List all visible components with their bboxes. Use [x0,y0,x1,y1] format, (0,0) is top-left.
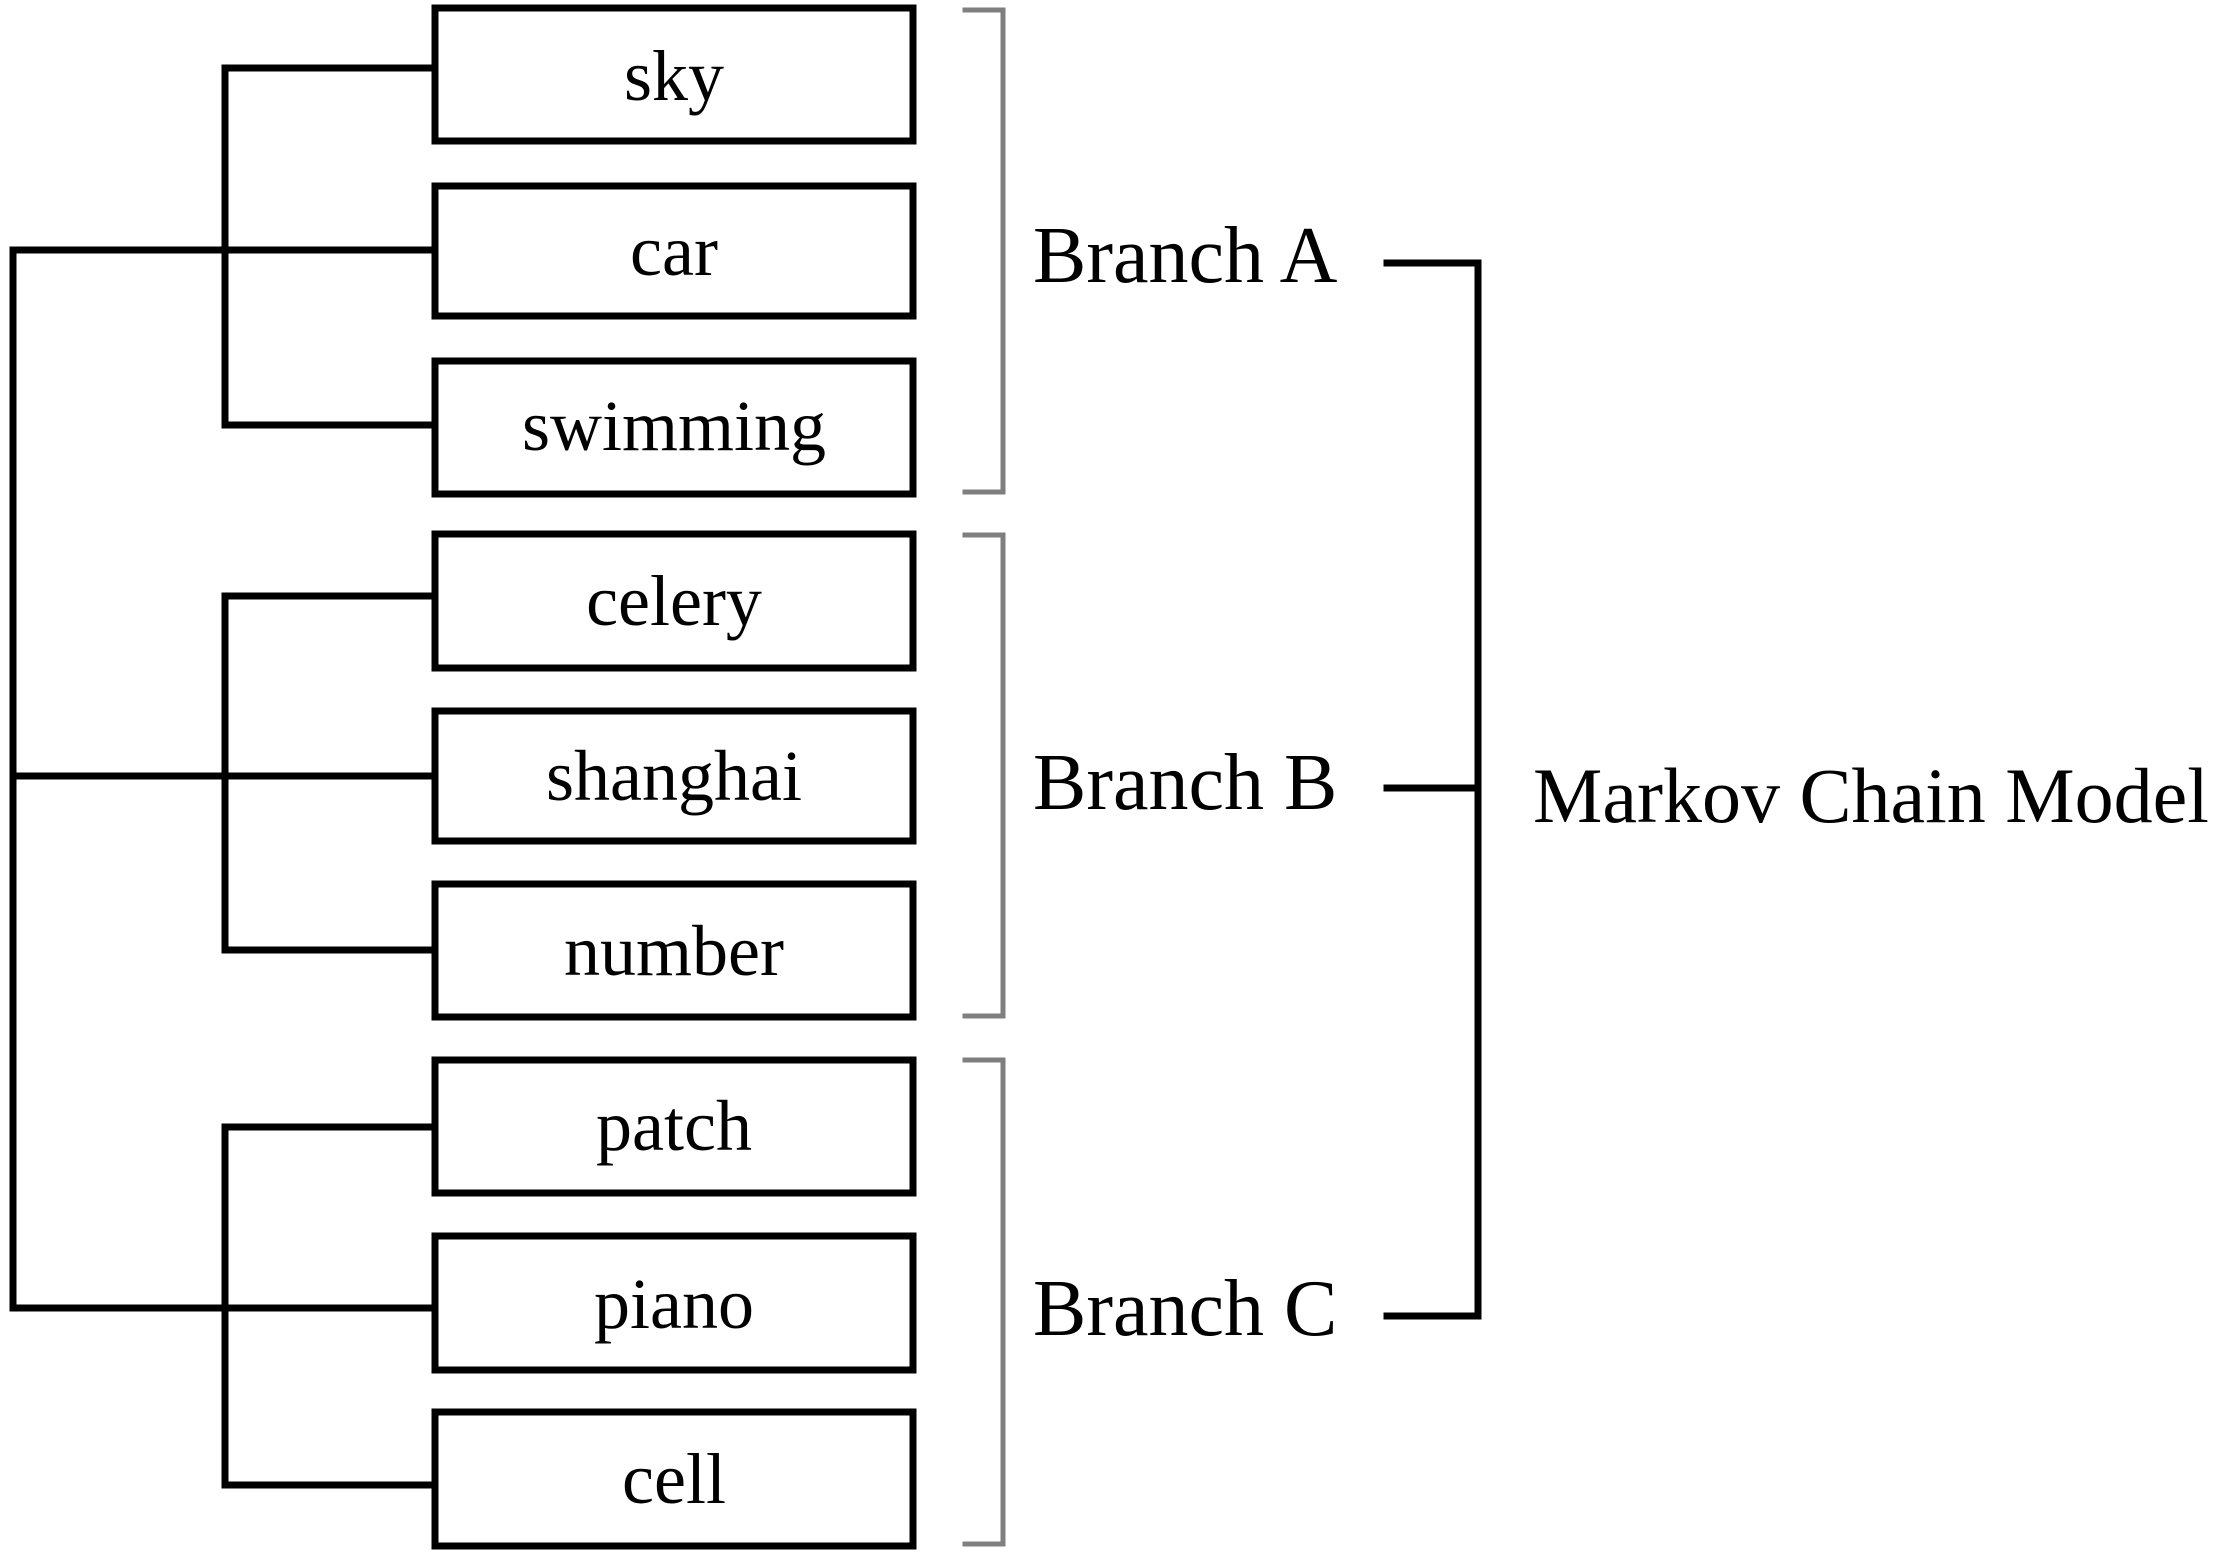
word-box-car: car [431,182,917,320]
branch-label-a: Branch A [1033,212,1338,300]
word-box-number: number [431,880,917,1021]
word-box-patch: patch [431,1056,917,1197]
word-label: celery [586,561,762,641]
bracket-branch-c [962,1057,1006,1547]
word-box-celery: celery [431,530,917,672]
word-label: piano [594,1264,754,1344]
word-box-cell: cell [431,1408,917,1550]
word-label: shanghai [546,736,802,816]
word-box-piano: piano [431,1232,917,1374]
word-box-swimming: swimming [431,357,917,498]
bracket-branch-b [962,532,1006,1019]
branch-brackets [962,7,1006,1547]
word-label: swimming [522,386,826,466]
word-label: sky [624,36,724,116]
branch-label-c: Branch C [1033,1265,1337,1353]
word-label: number [564,911,784,991]
branch-label-b: Branch B [1033,739,1337,827]
word-label: patch [596,1086,752,1166]
model-bracket [1383,259,1482,1320]
model-label: Markov Chain Model [1533,752,2209,839]
bracket-branch-a [962,7,1006,495]
word-label: car [630,211,718,291]
word-box-shanghai: shanghai [431,707,917,845]
word-box-sky: sky [431,4,917,145]
word-boxes: sky car swimming celery shanghai numb [431,4,917,1550]
word-label: cell [622,1439,726,1519]
tree-connectors [9,64,439,1489]
